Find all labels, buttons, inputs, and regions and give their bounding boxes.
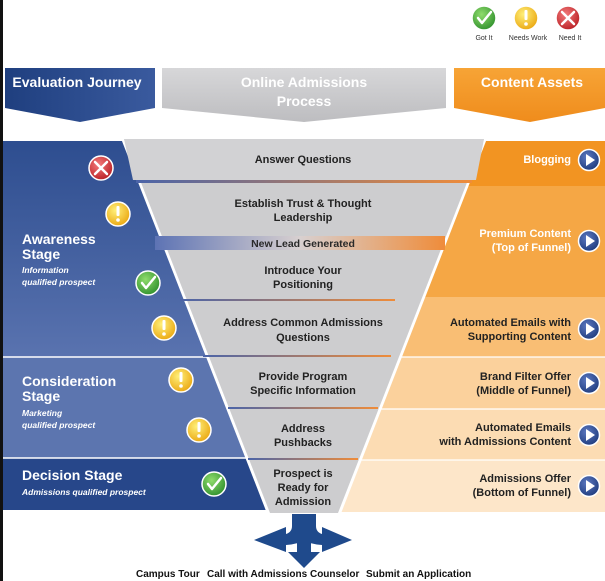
play-button-admissions-offer[interactable] bbox=[577, 474, 601, 498]
asset-premium-content-line2: (Top of Funnel) bbox=[492, 242, 572, 254]
asset-brand-filter-line1: Brand Filter Offer bbox=[480, 371, 572, 383]
online-admissions-title-line2: Process bbox=[277, 93, 332, 109]
outcome-submit-application: Submit an Application bbox=[366, 569, 471, 580]
funnel-step-address-common-line1: Address Common Admissions bbox=[223, 317, 383, 329]
funnel-step-address-common-line2: Questions bbox=[276, 332, 330, 344]
funnel-step-provide-program-line1: Provide Program bbox=[259, 371, 348, 383]
yellow-exclamation-icon bbox=[105, 201, 131, 227]
play-button-premium-content[interactable] bbox=[577, 229, 601, 253]
green-check-icon bbox=[135, 270, 161, 296]
new-lead-bar bbox=[155, 236, 445, 250]
content-assets-header bbox=[454, 68, 605, 122]
yellow-exclamation-icon bbox=[186, 417, 212, 443]
outcome-call-counselor: Call with Admissions Counselor bbox=[207, 569, 360, 580]
play-button-blogging[interactable] bbox=[577, 148, 601, 172]
funnel-step-pushbacks-line2: Pushbacks bbox=[274, 437, 332, 449]
outcome-campus-tour: Campus Tour bbox=[136, 569, 200, 580]
asset-admissions-offer-line1: Admissions Offer bbox=[479, 473, 571, 485]
asset-admissions-emails-line1: Automated Emails bbox=[475, 422, 571, 434]
funnel-step-pushbacks-line1: Address bbox=[281, 423, 325, 435]
green-check-icon bbox=[201, 471, 227, 497]
decision-stage-title: Decision Stage bbox=[22, 467, 123, 483]
funnel-step-ready-line1: Prospect is bbox=[273, 468, 332, 480]
funnel-step-answer-questions: Answer Questions bbox=[255, 154, 352, 166]
split-arrows-icon bbox=[254, 514, 352, 568]
asset-blogging: Blogging bbox=[523, 154, 571, 166]
got-it-legend-icon bbox=[471, 5, 497, 31]
play-button-automated-emails[interactable] bbox=[577, 317, 601, 341]
yellow-exclamation-icon bbox=[168, 367, 194, 393]
awareness-stage-sub-line1: Information bbox=[22, 265, 69, 275]
online-admissions-header bbox=[162, 68, 446, 122]
funnel-step-introduce-line1: Introduce Your bbox=[264, 265, 342, 277]
funnel-step-establish-trust-line1: Establish Trust & Thought bbox=[235, 198, 372, 210]
evaluation-journey-title: Evaluation Journey bbox=[12, 74, 141, 90]
decision-stage-sub: Admissions qualified prospect bbox=[21, 487, 147, 497]
red-x-icon bbox=[88, 155, 114, 181]
consideration-stage-sub-line2: qualified prospect bbox=[22, 420, 96, 430]
page-border bbox=[0, 0, 3, 581]
content-assets-title: Content Assets bbox=[481, 74, 583, 90]
asset-brand-filter-line2: (Middle of Funnel) bbox=[476, 385, 571, 397]
consideration-stage-sub-line1: Marketing bbox=[22, 408, 63, 418]
play-button-brand-filter[interactable] bbox=[577, 371, 601, 395]
funnel-step-introduce-line2: Positioning bbox=[273, 279, 333, 291]
consideration-stage-title-line1: Consideration bbox=[22, 373, 116, 389]
needs-work-label: Needs Work bbox=[509, 35, 548, 42]
evaluation-journey-header bbox=[5, 68, 155, 122]
asset-admissions-offer-line2: (Bottom of Funnel) bbox=[473, 487, 572, 499]
play-button-admissions-emails[interactable] bbox=[577, 423, 601, 447]
funnel-step-provide-program-line2: Specific Information bbox=[250, 385, 356, 397]
legend: Got It Needs Work Need It bbox=[471, 5, 582, 42]
got-it-label: Got It bbox=[475, 35, 492, 42]
funnel bbox=[120, 136, 488, 516]
asset-automated-emails-line2: Supporting Content bbox=[468, 331, 572, 343]
awareness-stage-title-line1: Awareness bbox=[22, 231, 96, 247]
needs-work-legend-icon bbox=[513, 5, 539, 31]
need-it-label: Need It bbox=[559, 35, 582, 42]
need-it-legend-icon bbox=[555, 5, 581, 31]
yellow-exclamation-icon bbox=[151, 315, 177, 341]
asset-premium-content-line1: Premium Content bbox=[479, 228, 571, 240]
funnel-step-ready-line3: Admission bbox=[275, 496, 332, 508]
asset-admissions-emails-line2: with Admissions Content bbox=[438, 436, 571, 448]
online-admissions-title-line1: Online Admissions bbox=[241, 74, 367, 90]
asset-automated-emails-line1: Automated Emails with bbox=[450, 317, 571, 329]
awareness-stage-sub-line2: qualified prospect bbox=[22, 277, 96, 287]
new-lead-generated-label: New Lead Generated bbox=[251, 238, 355, 250]
consideration-stage-title-line2: Stage bbox=[22, 388, 60, 404]
awareness-stage-title-line2: Stage bbox=[22, 246, 60, 262]
funnel-step-establish-trust-line2: Leadership bbox=[274, 212, 333, 224]
funnel-step-ready-line2: Ready for bbox=[278, 482, 329, 494]
